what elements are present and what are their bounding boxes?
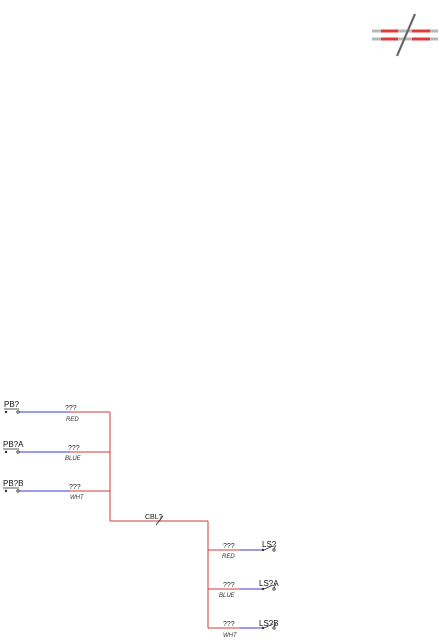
output-device-tag: LS?A: [259, 579, 279, 588]
pushbutton-contact-icon[interactable]: [4, 450, 8, 454]
wire-color-label: WHT: [223, 633, 238, 639]
pushbutton-contact-icon[interactable]: [16, 450, 20, 454]
pushbutton-contact-icon[interactable]: [16, 410, 20, 414]
pushbutton-contact-icon[interactable]: [4, 410, 8, 414]
wire-color-label: RED: [66, 417, 79, 423]
wire-label: ???: [223, 582, 235, 589]
output-device-tag: LS?: [262, 540, 277, 549]
wire-label: ???: [69, 484, 81, 491]
cable-break-icon: [372, 13, 438, 57]
wire-color-label: WHT: [70, 495, 85, 501]
input-device-tag: PB?B: [3, 479, 23, 488]
wire-color-label: RED: [222, 554, 235, 560]
limit-switch-icon[interactable]: [261, 583, 277, 591]
limit-switch-icon[interactable]: [261, 622, 277, 630]
wire-color-label: BLUE: [219, 593, 236, 599]
output-row: ??? BLUE LS?A: [208, 579, 279, 599]
wire-label: ???: [65, 405, 77, 412]
input-device-tag: PB?: [4, 400, 20, 409]
limit-switch-icon[interactable]: [261, 544, 277, 552]
output-row: ??? WHT LS?B: [208, 619, 279, 639]
wire-label: ???: [223, 543, 235, 550]
cable-label: CBL?: [145, 514, 163, 521]
wire-label: ???: [68, 445, 80, 452]
cable-marker: CBL?: [145, 514, 164, 526]
output-device-tag: LS?B: [259, 619, 279, 628]
input-row: PB? ??? RED: [4, 400, 110, 423]
wire-label: ???: [223, 621, 235, 628]
pushbutton-contact-icon[interactable]: [16, 489, 20, 493]
output-row: ??? RED LS?: [208, 540, 277, 560]
wire-color-label: BLUE: [65, 456, 82, 462]
input-device-tag: PB?A: [3, 440, 24, 449]
pushbutton-contact-icon[interactable]: [4, 489, 8, 493]
input-row: PB?B ??? WHT: [3, 479, 110, 501]
input-row: PB?A ??? BLUE: [3, 440, 110, 462]
